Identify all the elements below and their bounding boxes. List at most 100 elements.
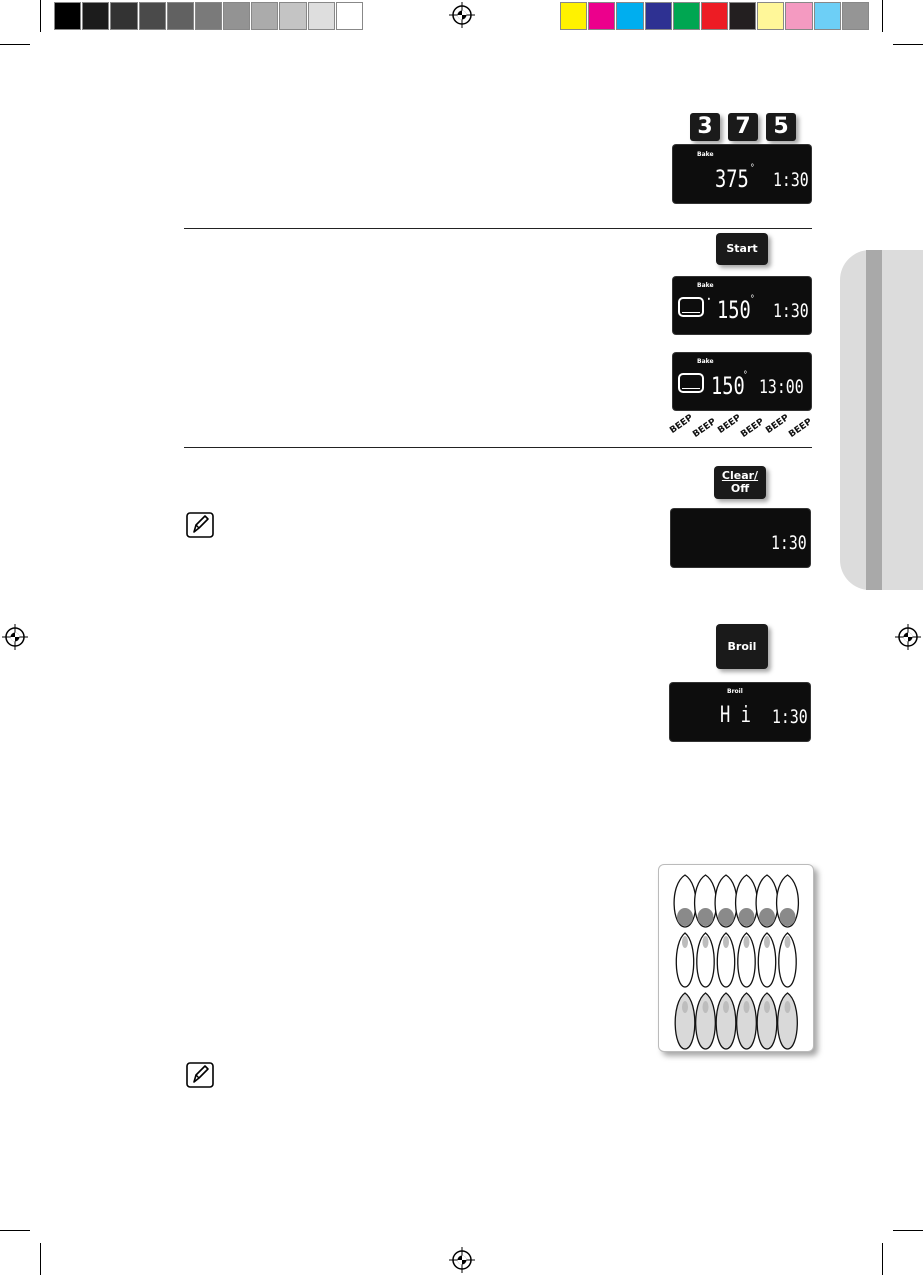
color-swatch: [307, 2, 335, 30]
broil-button[interactable]: Broil: [716, 624, 768, 669]
oven-pan-icon: [678, 297, 704, 317]
oven-display-step4: Broil H i 1:30: [670, 683, 810, 741]
note-pencil-icon: [186, 1062, 214, 1088]
flame-highlight: [723, 1001, 729, 1013]
display-mode-label: Bake: [697, 358, 714, 365]
color-swatch: [616, 2, 644, 30]
color-swatch: [560, 2, 588, 30]
grayscale-bar: [54, 0, 364, 32]
color-swatch: [251, 2, 279, 30]
display-time: 1:30: [772, 706, 808, 728]
oven-pan-icon: [678, 373, 704, 393]
color-swatch: [729, 2, 757, 30]
color-swatch: [54, 2, 82, 30]
oven-display-step2b: Bake 150 ° 13:00: [673, 353, 811, 410]
color-swatch: [785, 2, 813, 30]
color-swatch: [335, 2, 363, 30]
color-swatch: [757, 2, 785, 30]
flame-shape: [756, 992, 778, 1050]
color-swatch: [110, 2, 138, 30]
display-broil-setting: H i: [720, 703, 752, 728]
flame-core: [697, 908, 714, 926]
flame-shape: [675, 932, 695, 988]
color-swatch: [138, 2, 166, 30]
display-time: 1:30: [771, 532, 807, 554]
registration-mark-icon: [2, 624, 28, 650]
crop-mark: [893, 44, 923, 45]
flame-shape: [757, 932, 777, 988]
display-temperature: 375: [715, 165, 749, 193]
crop-mark: [0, 44, 30, 45]
color-swatch: [700, 2, 729, 30]
flame-highlight: [743, 1001, 750, 1013]
registration-mark-icon: [449, 2, 475, 28]
number-key-5[interactable]: 5: [766, 113, 796, 141]
flame-core: [718, 908, 734, 926]
display-mode-label: Bake: [697, 151, 714, 158]
oven-display-step1: Bake 375 ° 1:30: [673, 145, 811, 203]
number-key-7[interactable]: 7: [728, 113, 758, 141]
flame-shape: [715, 992, 737, 1050]
display-mode-label: Broil: [727, 688, 743, 695]
color-swatch: [279, 2, 307, 30]
start-button[interactable]: Start: [716, 233, 768, 265]
color-swatch: [166, 2, 194, 30]
flame-shape: [696, 932, 715, 988]
flame-highlight: [764, 936, 770, 948]
registration-mark-icon: [895, 624, 921, 650]
flame-highlight: [702, 1001, 709, 1013]
color-swatch: [194, 2, 223, 30]
flame-highlight: [702, 936, 709, 948]
color-swatch: [644, 2, 672, 30]
display-time: 1:30: [773, 169, 809, 191]
side-tab-strip: [866, 250, 882, 590]
crop-mark: [882, 1243, 883, 1275]
flame-highlight: [723, 936, 729, 948]
crop-mark: [893, 1230, 923, 1231]
display-time: 13:00: [759, 376, 804, 398]
broil-element-diagram: [658, 864, 814, 1052]
clear-off-label-line2: Off: [730, 482, 750, 495]
oven-display-step3: 1:30: [671, 509, 810, 567]
color-swatch: [82, 2, 110, 30]
registration-mark-icon: [449, 1247, 475, 1273]
flame-core: [677, 908, 693, 926]
section-divider: [184, 228, 812, 229]
oven-display-step2a: Bake • 150 ° 1:30: [673, 277, 811, 334]
flame-shape: [674, 992, 696, 1050]
crop-mark: [40, 1243, 41, 1275]
section-divider: [184, 447, 812, 448]
flame-highlight: [682, 1001, 688, 1013]
flame-shape: [736, 992, 757, 1050]
color-bar: [560, 0, 870, 32]
broil-flames-graphic: [673, 874, 800, 1050]
display-temperature: 150: [717, 296, 751, 324]
flame-shape: [777, 992, 798, 1050]
flame-shape: [737, 932, 756, 988]
crop-mark: [40, 0, 41, 32]
flame-shape: [716, 932, 736, 988]
display-dot: •: [707, 295, 711, 304]
flame-highlight: [784, 1001, 791, 1013]
crop-mark: [882, 0, 883, 32]
display-mode-label: Bake: [697, 282, 714, 289]
clear-off-button[interactable]: Clear/ Off: [714, 466, 766, 499]
color-swatch: [672, 2, 700, 30]
display-temperature: 150: [711, 372, 745, 400]
display-degree: °: [750, 294, 755, 305]
note-pencil-icon: [186, 512, 214, 538]
flame-shape: [695, 992, 716, 1050]
display-degree: °: [750, 163, 755, 174]
color-swatch: [223, 2, 251, 30]
color-swatch: [841, 2, 869, 30]
crop-mark: [0, 1230, 30, 1231]
flame-shape: [778, 932, 797, 988]
flame-highlight: [743, 936, 750, 948]
number-key-3[interactable]: 3: [690, 113, 720, 141]
flame-highlight: [682, 936, 688, 948]
flame-core: [779, 908, 796, 926]
display-degree: °: [743, 370, 748, 381]
flame-highlight: [764, 1001, 770, 1013]
flame-highlight: [784, 936, 791, 948]
flame-core: [759, 908, 775, 926]
